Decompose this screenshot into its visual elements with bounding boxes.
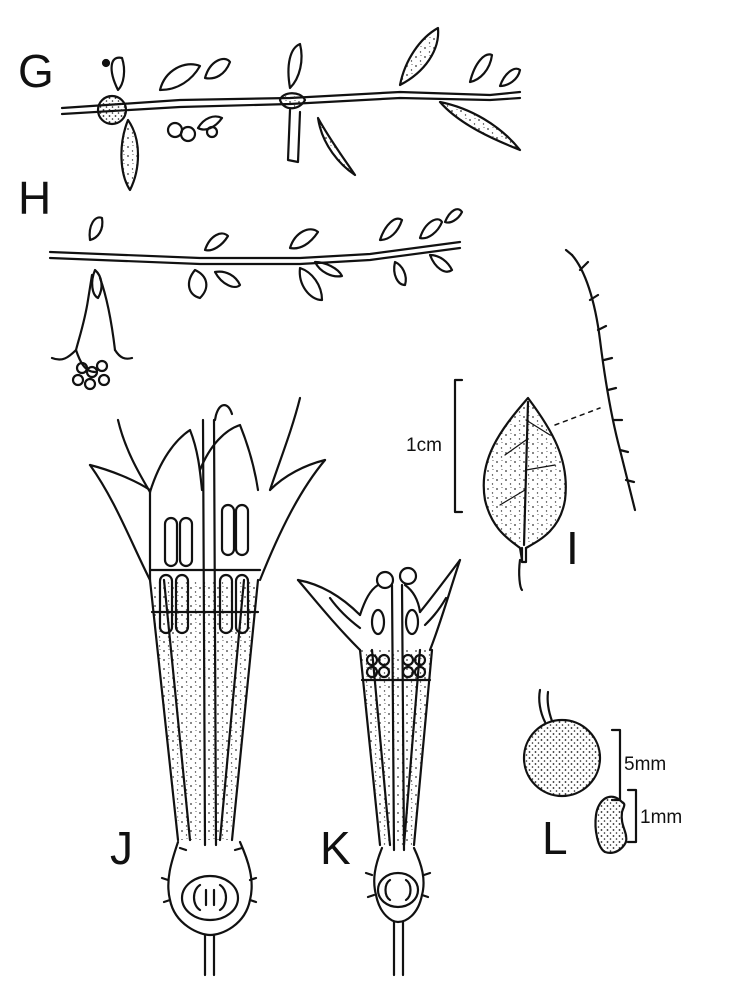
flower-section-j [90,398,325,975]
label-l: L [542,812,568,864]
label-i: I [566,522,579,574]
branch-g [62,28,520,190]
scale-bar-label-berry: 5mm [624,754,667,775]
flower-section-k [298,560,460,975]
scale-bar-label-seed: 1mm [640,807,683,828]
scale-bar-label-leaf: 1cm [406,435,442,456]
label-h: H [18,172,52,224]
label-k: K [320,822,351,874]
leaf-i [455,250,635,590]
berry-and-seed-l [524,690,636,853]
label-g: G [18,45,54,97]
branch-h [50,209,462,389]
label-j: J [110,822,133,874]
